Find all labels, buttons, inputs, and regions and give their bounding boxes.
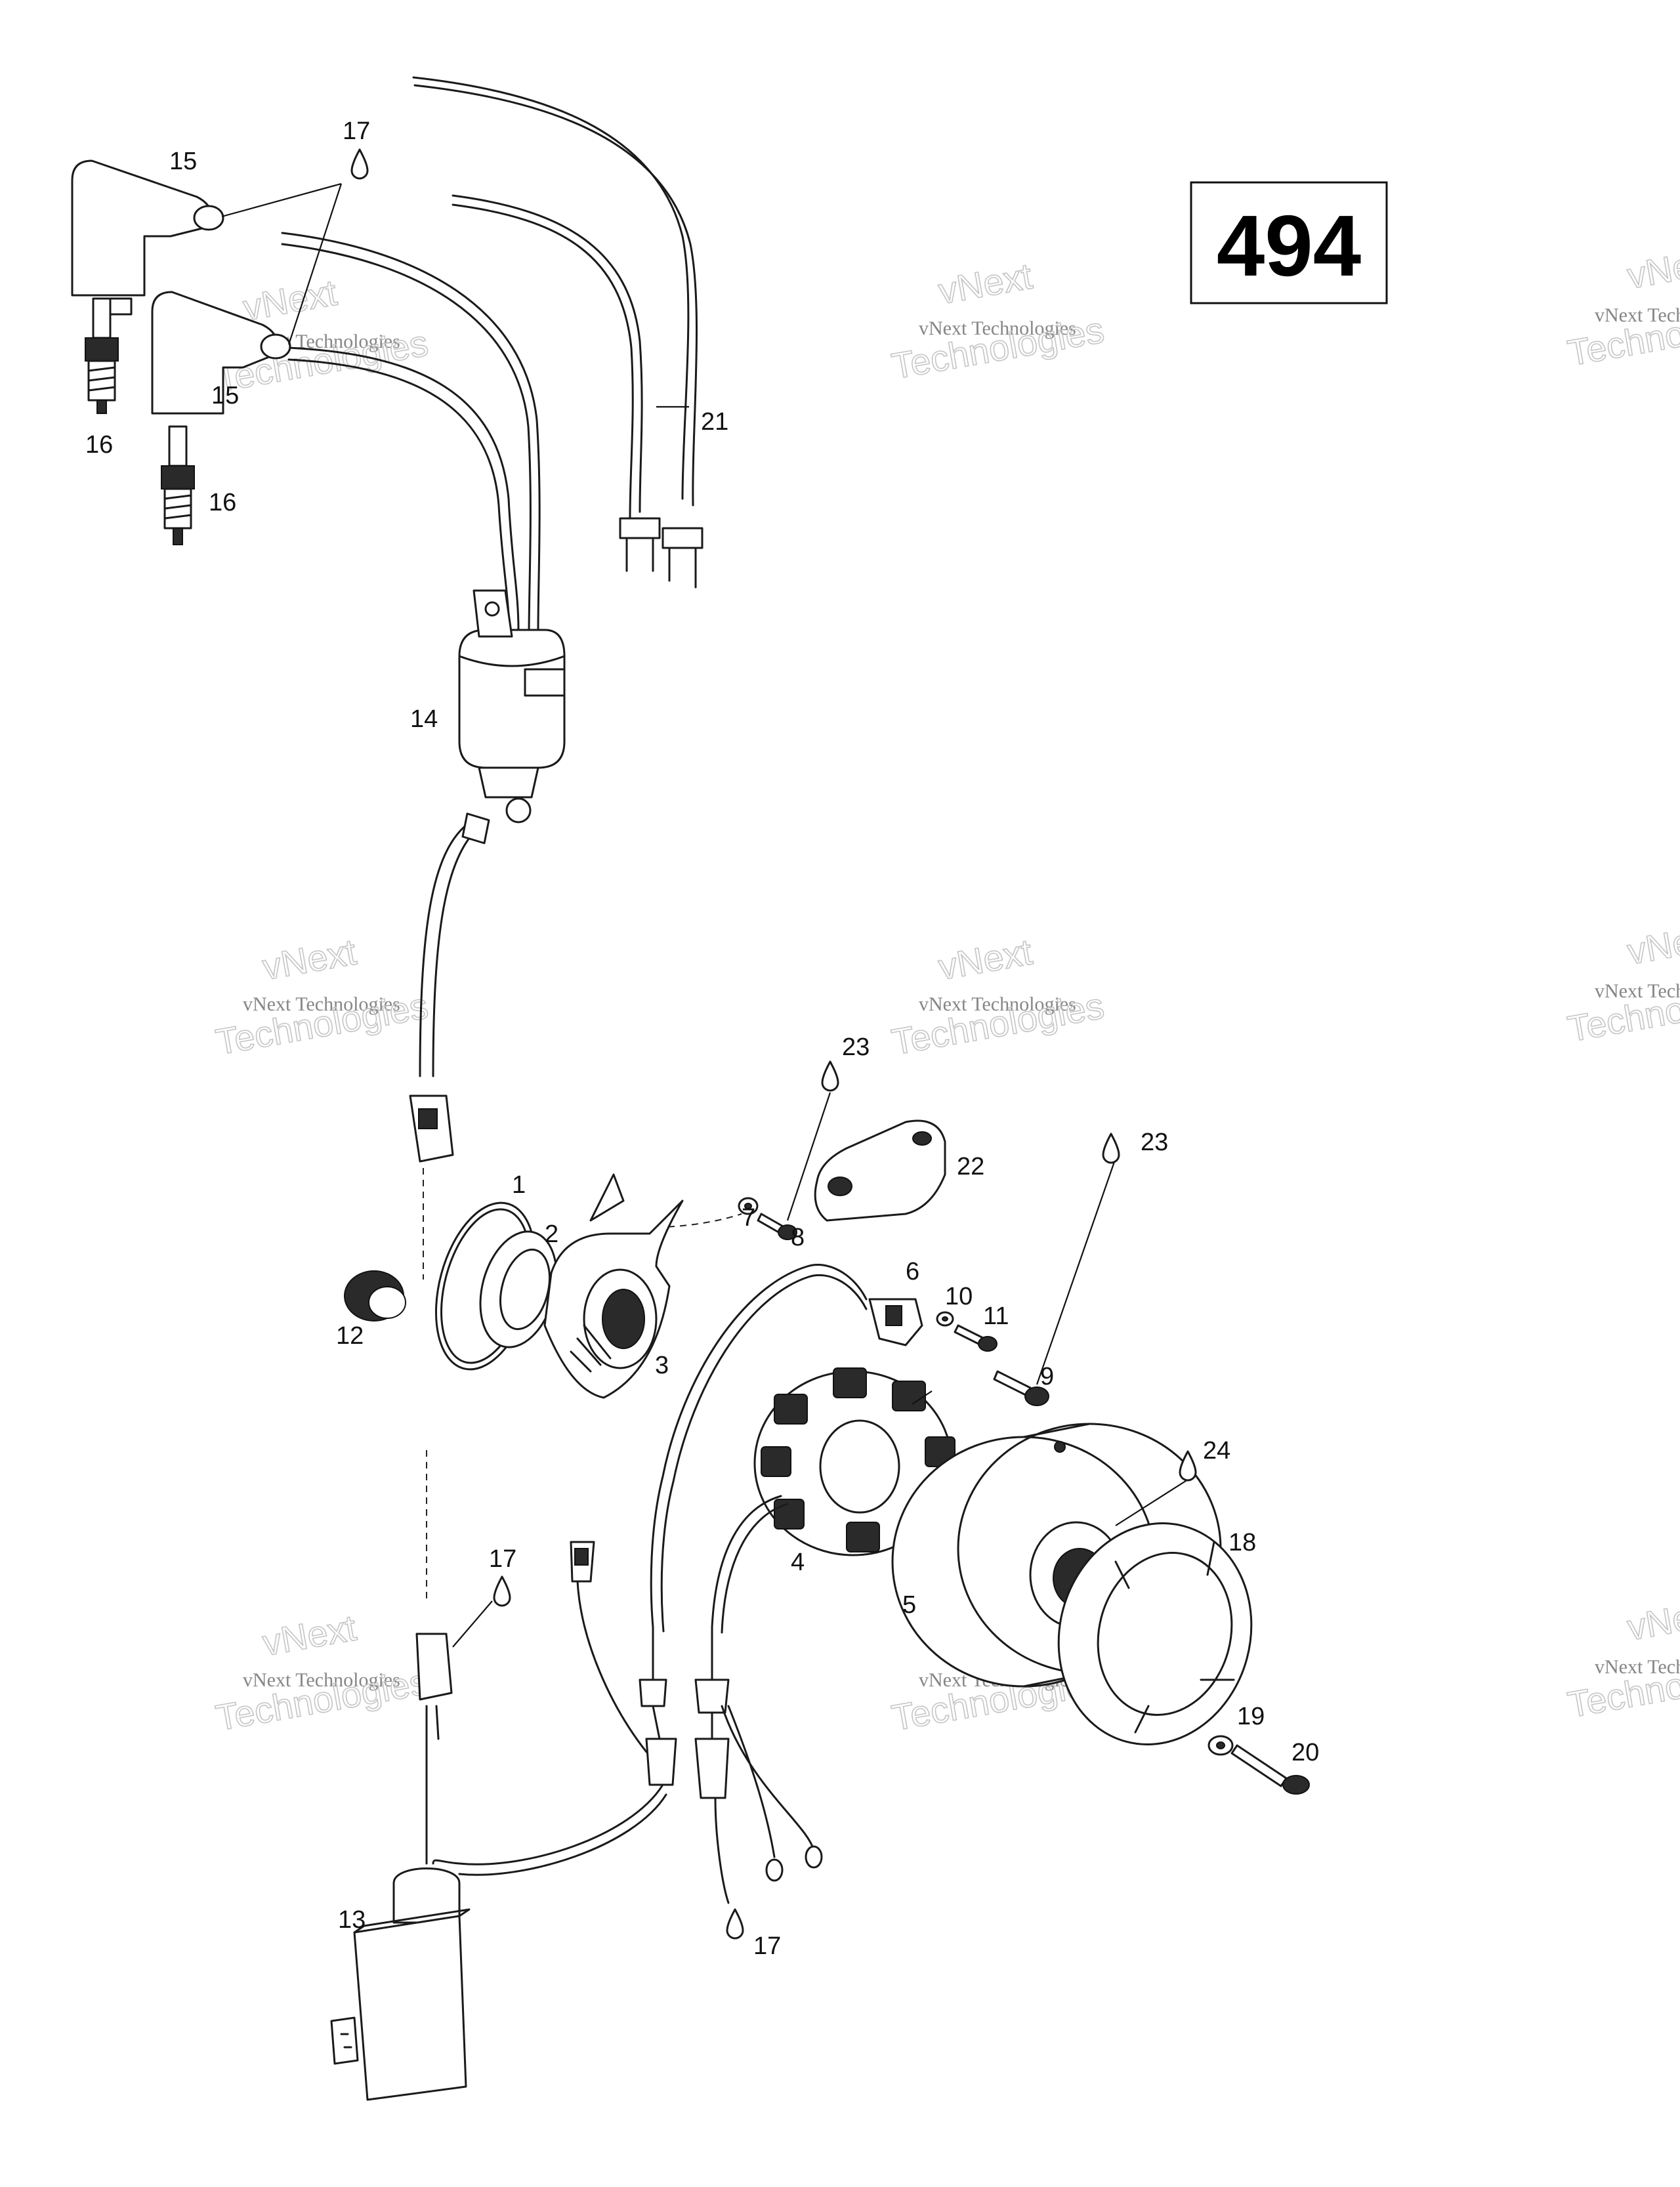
watermark-text: vNext Technologies: [1595, 304, 1680, 326]
callout-5: 5: [902, 1591, 916, 1619]
coil-wire: [419, 812, 490, 1077]
callout-11: 11: [983, 1302, 1009, 1330]
watermark-text: vNext: [935, 930, 1035, 988]
callout-18: 18: [1228, 1529, 1256, 1556]
stator: [711, 1367, 956, 1634]
callout-9: 9: [1040, 1363, 1054, 1390]
callout-16: 16: [85, 431, 113, 459]
grommet: [344, 1270, 406, 1322]
callout-15: 15: [211, 382, 239, 409]
watermark-text: vNext Technologies: [919, 993, 1076, 1015]
callout-17: 17: [489, 1545, 516, 1573]
callout-12: 12: [336, 1322, 364, 1350]
watermark-text: vNext Technologies: [243, 993, 400, 1015]
watermark-text: vNext: [1624, 915, 1680, 972]
drop-icon: [350, 148, 369, 180]
screw: [1230, 1744, 1310, 1795]
callout-17: 17: [753, 1932, 781, 1960]
washer: [936, 1311, 954, 1327]
callout-16: 16: [209, 489, 236, 516]
callout-19: 19: [1237, 1703, 1265, 1730]
washer: [1208, 1735, 1234, 1756]
drop-icon: [1179, 1450, 1197, 1482]
high-tension-cables: [281, 76, 704, 638]
watermark-text: vNext Technologies: [1595, 980, 1680, 1002]
screw: [757, 1213, 797, 1240]
callout-23: 23: [842, 1033, 870, 1061]
callout-10: 10: [945, 1283, 973, 1310]
watermark-text: vNext: [259, 930, 359, 988]
wire-connector: [415, 1633, 453, 1865]
trigger-coil: [650, 1263, 923, 1633]
wiring-harness: [432, 1541, 823, 1904]
callout-14: 14: [410, 705, 438, 733]
callout-6: 6: [906, 1258, 919, 1285]
callout-8: 8: [791, 1224, 805, 1251]
drop-icon: [821, 1060, 839, 1092]
callout-24: 24: [1203, 1437, 1230, 1465]
watermark-text: vNext: [1624, 240, 1680, 297]
leader-lines: [221, 182, 1188, 1648]
watermark-text: vNext Technologies: [1595, 1656, 1680, 1678]
callout-13: 13: [338, 1906, 366, 1934]
cdi-box: [330, 1867, 471, 2101]
callout-3: 3: [655, 1352, 669, 1379]
spark-plug: [161, 425, 195, 545]
watermark-text: vNext: [240, 272, 340, 329]
watermark-text: vNext Technologies: [243, 1669, 400, 1691]
spark-plug-cap: [71, 159, 224, 316]
wire-connector: [409, 1094, 454, 1163]
magneto-housing: [543, 1173, 684, 1399]
washer: [738, 1197, 759, 1215]
ignition-coil: [458, 589, 566, 823]
watermark-text: vNext: [259, 1606, 359, 1663]
drop-icon: [493, 1575, 511, 1607]
callout-15: 15: [169, 148, 197, 175]
callout-22: 22: [957, 1153, 984, 1180]
drop-icon: [1102, 1133, 1120, 1164]
oil-seal: [479, 1230, 558, 1348]
callout-7: 7: [742, 1204, 755, 1232]
callout-1: 1: [512, 1171, 526, 1199]
ring-gear: [1057, 1522, 1253, 1745]
centerline: [423, 1168, 742, 1601]
callout-2: 2: [545, 1220, 558, 1248]
callout-23: 23: [1141, 1129, 1168, 1156]
watermark-text: vNext Technologies: [919, 318, 1076, 339]
screw: [993, 1370, 1049, 1406]
callout-21: 21: [701, 408, 728, 436]
spark-plug-cap: [151, 291, 291, 415]
callout-4: 4: [791, 1549, 805, 1576]
callout-labels: 1 2 3 4 5 6 7 8 9 10 11 12 13 14 15 15 1…: [85, 117, 1319, 1960]
callout-20: 20: [1292, 1739, 1319, 1766]
page-number-box: 494: [1190, 181, 1388, 304]
callout-17: 17: [343, 117, 370, 145]
cover: [814, 1119, 946, 1222]
screw: [954, 1324, 998, 1352]
drop-icon: [726, 1908, 744, 1940]
watermark-text: vNext: [935, 255, 1035, 312]
spark-plug: [85, 297, 119, 414]
watermark-text: vNext: [1624, 1591, 1680, 1648]
page-number: 494: [1217, 198, 1361, 294]
